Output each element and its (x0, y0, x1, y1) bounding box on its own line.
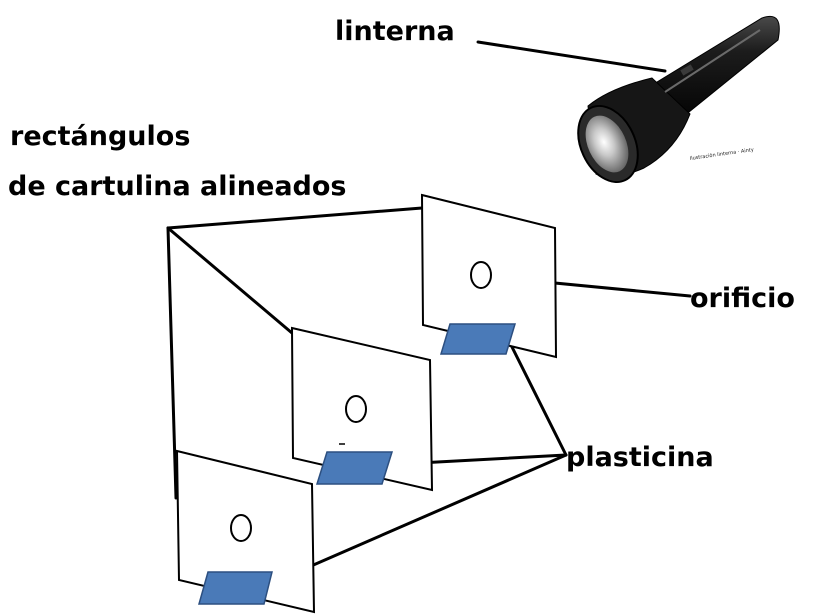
label-cards-line1: rectángulos (10, 121, 190, 152)
flashlight-lens (585, 115, 629, 173)
flashlight: Ilustración linterna · Ainty (577, 15, 780, 184)
card-front (175, 449, 316, 614)
cards-leader-front (166, 226, 178, 500)
label-cards-line2: de cartulina alineados (8, 171, 347, 202)
flashlight-small-print: Ilustración linterna · Ainty (689, 146, 754, 162)
card-middle-hole (345, 395, 367, 423)
card-back-clay (439, 323, 517, 355)
label-hole: orificio (690, 283, 795, 314)
flashlight-leader (476, 40, 667, 73)
card-back-hole (470, 261, 492, 289)
card-back (420, 193, 558, 359)
clay-leader-front (270, 453, 568, 585)
card-middle-clay (315, 451, 394, 485)
flashlight-highlight (664, 29, 761, 93)
card-middle (290, 326, 434, 492)
cards-leader-back (166, 206, 424, 230)
cards-leader-middle (166, 226, 294, 335)
card-front-hole (230, 514, 252, 542)
label-clay: plasticina (566, 442, 714, 473)
card-front-clay (198, 571, 273, 605)
flashlight-shaft (656, 15, 780, 117)
clay-leader-back (508, 341, 568, 457)
flashlight-switch (680, 64, 694, 76)
label-flashlight: linterna (335, 16, 455, 47)
